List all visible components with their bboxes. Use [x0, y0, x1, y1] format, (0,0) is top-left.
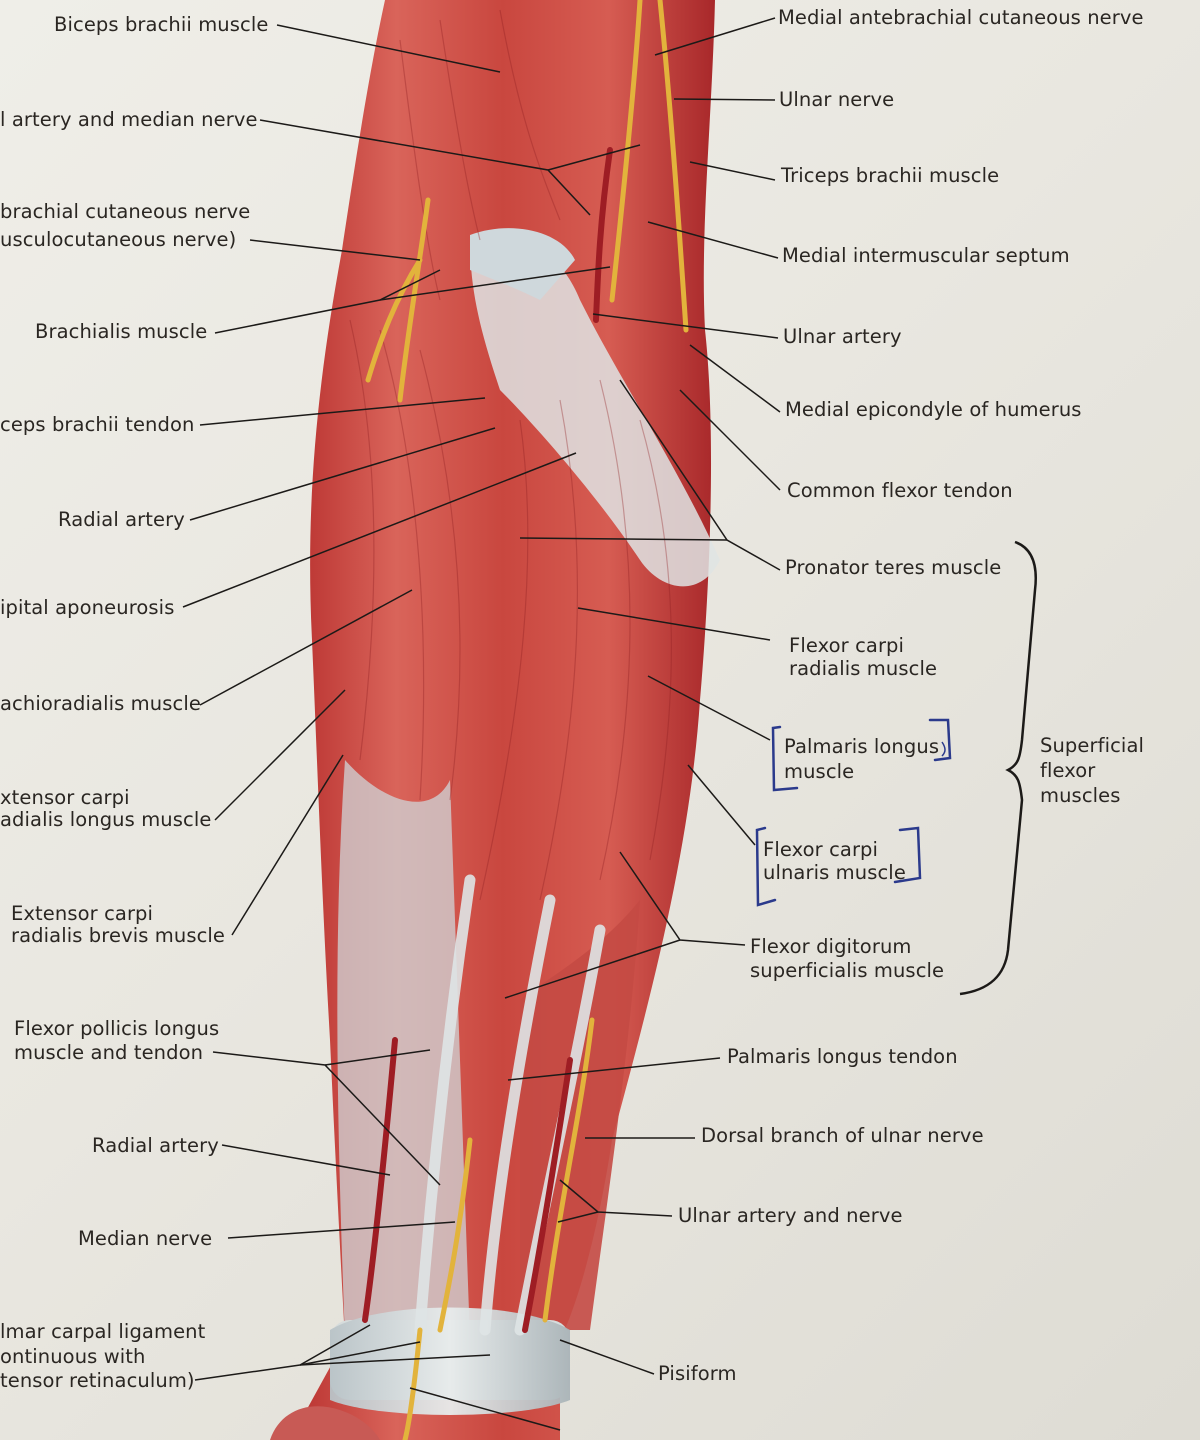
label-superficial-flexor-muscles-2: flexor: [1040, 759, 1096, 782]
label-palmaris-longus-muscle: Palmaris longus: [784, 735, 940, 758]
label-flexor-carpi-ulnaris-muscle-2: ulnaris muscle: [763, 861, 906, 884]
label-flexor-digitorum-superficialis-2: superficialis muscle: [750, 959, 945, 982]
label-radial-artery-lower: Radial artery: [92, 1134, 219, 1157]
label-extensor-carpi-radialis-brevis: Extensor carpi: [11, 902, 154, 925]
label-palmaris-longus-tendon: Palmaris longus tendon: [727, 1045, 958, 1068]
label-medial-intermuscular-septum: Medial intermuscular septum: [782, 244, 1070, 267]
label-pronator-teres-muscle: Pronator teres muscle: [785, 556, 1002, 579]
label-flexor-carpi-radialis-muscle-2: radialis muscle: [789, 657, 938, 680]
label-triceps-brachii-muscle: Triceps brachii muscle: [781, 164, 1000, 187]
label-flexor-digitorum-superficialis: Flexor digitorum: [750, 935, 912, 958]
label-biceps-brachii-tendon: ceps brachii tendon: [0, 413, 195, 436]
label-radial-artery-upper: Radial artery: [58, 508, 185, 531]
label-extensor-carpi-radialis-brevis-2: radialis brevis muscle: [11, 924, 226, 947]
label-medial-epicondyle-of-humerus: Medial epicondyle of humerus: [785, 398, 1082, 421]
label-ulnar-artery-and-nerve: Ulnar artery and nerve: [678, 1204, 903, 1227]
label-ulnar-nerve: Ulnar nerve: [779, 88, 895, 111]
label-median-nerve: Median nerve: [78, 1227, 213, 1250]
label-extensor-carpi-radialis-longus-2: adialis longus muscle: [0, 808, 212, 831]
label-dorsal-branch-of-ulnar-nerve: Dorsal branch of ulnar nerve: [701, 1124, 984, 1147]
label-superficial-flexor-muscles: Superficial: [1040, 734, 1145, 757]
label-flexor-pollicis-longus-2: muscle and tendon: [14, 1041, 204, 1064]
label-flexor-carpi-radialis-muscle: Flexor carpi: [789, 634, 905, 657]
label-musculocutaneous-nerve: usculocutaneous nerve): [0, 228, 237, 251]
label-palmar-carpal-ligament-3: tensor retinaculum): [0, 1369, 195, 1392]
label-brachial-artery-median-nerve: l artery and median nerve: [0, 108, 258, 131]
label-ulnar-artery: Ulnar artery: [783, 325, 902, 348]
label-extensor-carpi-radialis-longus: xtensor carpi: [0, 786, 130, 809]
label-palmar-carpal-ligament: lmar carpal ligament: [0, 1320, 206, 1343]
label-bicipital-aponeurosis: ipital aponeurosis: [0, 596, 175, 619]
label-biceps-brachii-muscle: Biceps brachii muscle: [54, 13, 269, 36]
label-brachioradialis-muscle: achioradialis muscle: [0, 692, 201, 715]
label-brachialis-muscle: Brachialis muscle: [35, 320, 208, 343]
label-pisiform: Pisiform: [658, 1362, 737, 1385]
label-medial-antebrachial-cutaneous-nerve: Medial antebrachial cutaneous nerve: [778, 6, 1144, 29]
label-common-flexor-tendon: Common flexor tendon: [787, 479, 1013, 502]
label-flexor-pollicis-longus: Flexor pollicis longus: [14, 1017, 220, 1040]
label-flexor-carpi-ulnaris-muscle: Flexor carpi: [763, 838, 879, 861]
label-palmar-carpal-ligament-2: ontinuous with: [0, 1345, 146, 1368]
label-palmaris-longus-muscle-2: muscle: [784, 760, 855, 783]
label-superficial-flexor-muscles-3: muscles: [1040, 784, 1121, 807]
label-lateral-antebrachial-cutaneous-nerve: brachial cutaneous nerve: [0, 200, 251, 223]
